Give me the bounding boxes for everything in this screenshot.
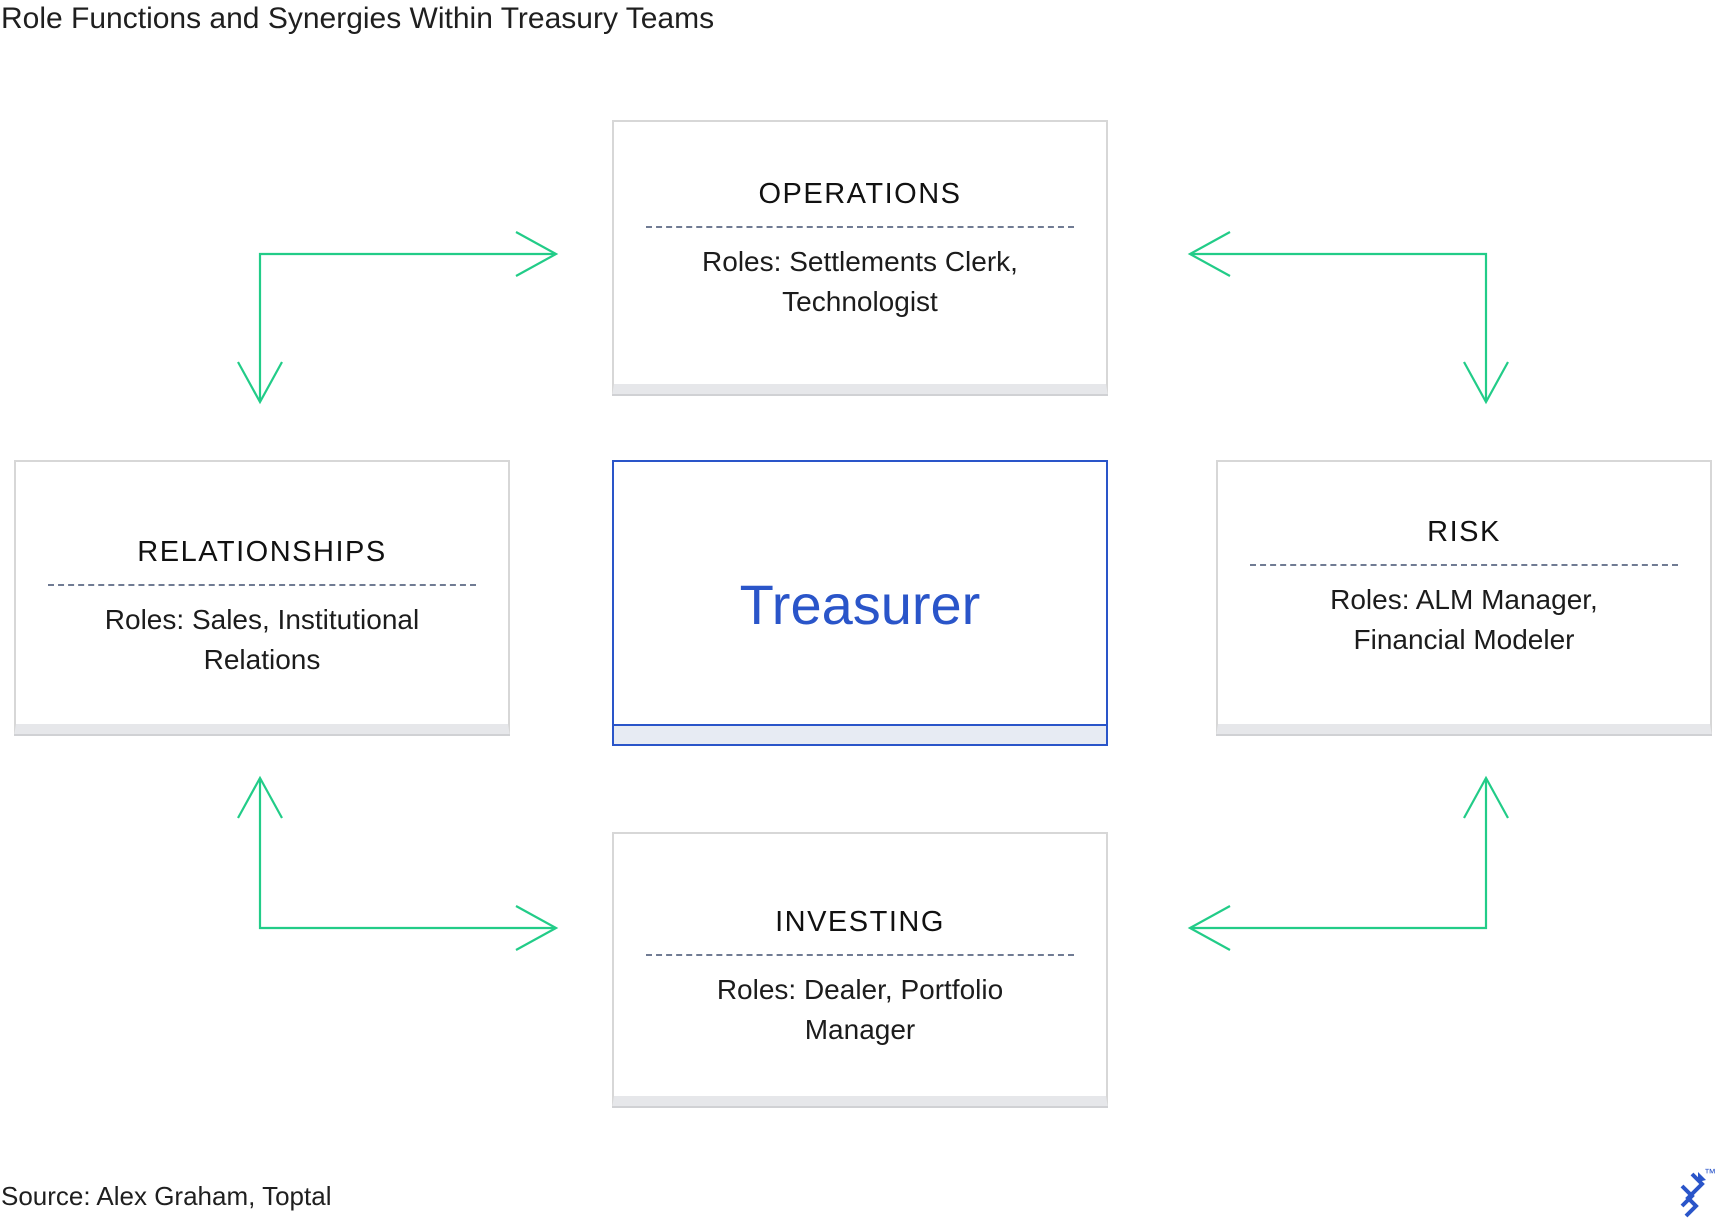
trademark-mark: ™: [1704, 1166, 1716, 1180]
relationships-box: RELATIONSHIPS Roles: Sales, Institutiona…: [14, 460, 510, 736]
operations-box: OPERATIONS Roles: Settlements Clerk, Tec…: [612, 120, 1108, 396]
treasurer-label: Treasurer: [739, 573, 981, 636]
risk-divider: [1250, 564, 1678, 566]
investing-divider: [646, 954, 1074, 956]
operations-heading: OPERATIONS: [758, 178, 962, 210]
investing-roles-line1: Roles: Dealer, Portfolio: [716, 974, 1004, 1005]
operations-roles-line1: Roles: Settlements Clerk,: [702, 246, 1018, 277]
arrow-relationships-operations: [237, 231, 559, 405]
treasurer-box: Treasurer: [612, 460, 1108, 726]
relationships-roles-line1: Roles: Sales, Institutional: [104, 604, 420, 635]
operations-divider: [646, 226, 1074, 228]
relationships-heading: RELATIONSHIPS: [137, 536, 387, 568]
page-title: Role Functions and Synergies Within Trea…: [1, 2, 715, 35]
risk-heading: RISK: [1427, 516, 1501, 548]
relationships-roles-line2: Relations: [203, 644, 321, 675]
investing-roles-line2: Manager: [804, 1014, 916, 1045]
toptal-logo-icon: ™: [1668, 1166, 1716, 1223]
treasurer-box-base: [612, 724, 1108, 746]
risk-roles-line1: Roles: ALM Manager,: [1330, 584, 1598, 615]
operations-roles-line2: Technologist: [782, 286, 938, 317]
arrow-investing-risk: [1187, 775, 1509, 951]
investing-box: INVESTING Roles: Dealer, Portfolio Manag…: [612, 832, 1108, 1108]
arrow-operations-risk: [1187, 231, 1509, 405]
risk-box: RISK Roles: ALM Manager, Financial Model…: [1216, 460, 1712, 736]
relationships-divider: [48, 584, 476, 586]
investing-heading: INVESTING: [775, 906, 945, 938]
source-caption: Source: Alex Graham, Toptal: [1, 1181, 332, 1211]
arrow-relationships-investing: [237, 775, 559, 951]
risk-roles-line2: Financial Modeler: [1353, 624, 1575, 655]
